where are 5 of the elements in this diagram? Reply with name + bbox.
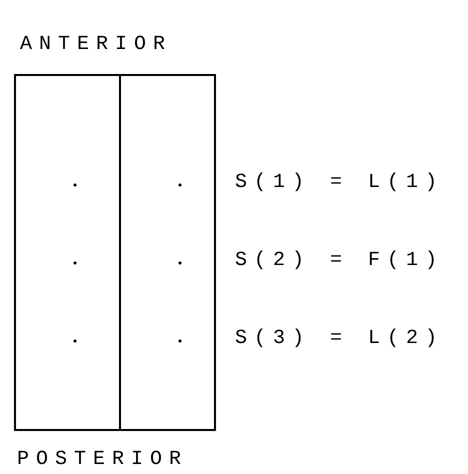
equation-label: S(2) = F(1): [235, 251, 444, 271]
equation-label: S(1) = L(1): [235, 173, 444, 193]
orientation-label: POSTERIOR: [17, 450, 188, 470]
orientation-label: ANTERIOR: [20, 35, 172, 55]
equation-label: S(3) = L(2): [235, 329, 444, 349]
